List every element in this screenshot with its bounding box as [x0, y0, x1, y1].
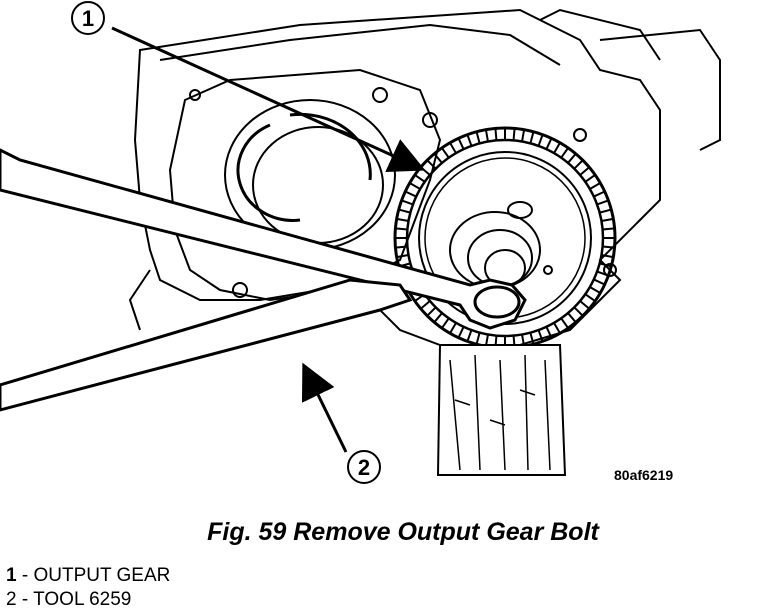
- wood-block: [436, 344, 567, 476]
- gear-tooth: [593, 278, 606, 286]
- gear-tooth: [449, 322, 457, 334]
- gear-tooth: [599, 208, 612, 214]
- gear-tooth: [409, 182, 421, 190]
- gear-tooth: [433, 153, 443, 164]
- callout-1-label: 1: [82, 6, 94, 31]
- gear-tooth: [602, 227, 615, 231]
- gear-tooth: [573, 159, 584, 170]
- gear-tooth: [475, 131, 481, 144]
- gear-tooth: [573, 306, 584, 317]
- gear-tooth: [441, 147, 450, 159]
- gear-tooth: [584, 293, 596, 302]
- gear-tooth: [596, 199, 609, 206]
- gear-tooth: [457, 137, 465, 150]
- transmission-case: [128, 8, 721, 346]
- gear-tooth: [584, 174, 596, 183]
- gear-tooth: [396, 254, 409, 259]
- legend-item-label: OUTPUT GEAR: [33, 565, 171, 586]
- output-gear: [393, 126, 617, 350]
- gear-tooth: [553, 142, 561, 154]
- gear-tooth: [396, 217, 409, 222]
- gear-tooth: [567, 312, 577, 323]
- tool-bar-lower: [0, 278, 413, 412]
- gear-tooth: [457, 326, 465, 339]
- gear-tooth: [602, 245, 615, 249]
- gear-tooth: [426, 159, 437, 170]
- legend-item-separator: -: [16, 565, 34, 586]
- gear-tooth: [395, 227, 408, 231]
- gear-teeth: [395, 128, 615, 348]
- gear-tooth: [420, 300, 431, 310]
- gear-tooth: [589, 286, 601, 294]
- gear-tooth: [441, 317, 450, 329]
- gear-tooth: [529, 131, 535, 144]
- gear-tooth: [579, 166, 590, 176]
- figure-id-code: 80af6219: [614, 467, 674, 483]
- legend: 1 - OUTPUT GEAR 2 - TOOL 6259: [6, 564, 170, 612]
- gear-tooth: [599, 262, 612, 268]
- callout-1: 1: [71, 1, 426, 172]
- legend-item: 1 - OUTPUT GEAR: [6, 564, 170, 588]
- legend-item-label: TOOL 6259: [33, 589, 132, 610]
- gear-tooth: [596, 270, 609, 277]
- gear-tooth: [484, 129, 489, 142]
- gear-tooth: [567, 153, 577, 164]
- gear-tooth: [449, 142, 457, 154]
- gear-tooth: [404, 190, 417, 198]
- output-gear-bolt: [449, 201, 553, 289]
- gear-tooth: [466, 134, 473, 147]
- gear-tooth: [601, 254, 614, 259]
- tool-6259: [0, 148, 527, 330]
- gear-tooth: [529, 332, 535, 345]
- legend-item: 2 - TOOL 6259: [6, 588, 170, 612]
- gear-tooth: [537, 134, 544, 147]
- gear-tooth: [395, 245, 408, 249]
- gear-tooth: [494, 128, 498, 141]
- gear-tooth: [593, 190, 606, 198]
- gear-tooth: [401, 199, 414, 206]
- gear-tooth: [414, 174, 426, 183]
- gear-tooth: [512, 128, 516, 141]
- legend-item-number: 1: [6, 565, 17, 586]
- gear-tooth: [475, 332, 481, 345]
- legend-item-number: 2: [6, 589, 17, 610]
- callout-2: 2: [301, 362, 381, 484]
- gear-tooth: [545, 326, 553, 339]
- gear-tooth: [398, 208, 411, 214]
- gear-tooth: [521, 129, 526, 142]
- gear-tooth: [560, 147, 569, 159]
- gear-tooth: [553, 322, 561, 334]
- gear-tooth: [589, 182, 601, 190]
- legend-item-separator: -: [16, 589, 34, 610]
- gear-tooth: [579, 300, 590, 310]
- gear-tooth: [420, 166, 431, 176]
- gear-tooth: [601, 217, 614, 222]
- gear-tooth: [537, 329, 544, 342]
- figure-caption: Fig. 59 Remove Output Gear Bolt: [207, 518, 599, 546]
- figure-illustration: 1 2: [0, 1, 721, 484]
- gear-tooth: [426, 306, 437, 317]
- gear-tooth: [466, 329, 473, 342]
- gear-tooth: [545, 137, 553, 150]
- gear-tooth: [560, 317, 569, 329]
- callout-2-label: 2: [358, 455, 370, 480]
- gear-tooth: [433, 312, 443, 323]
